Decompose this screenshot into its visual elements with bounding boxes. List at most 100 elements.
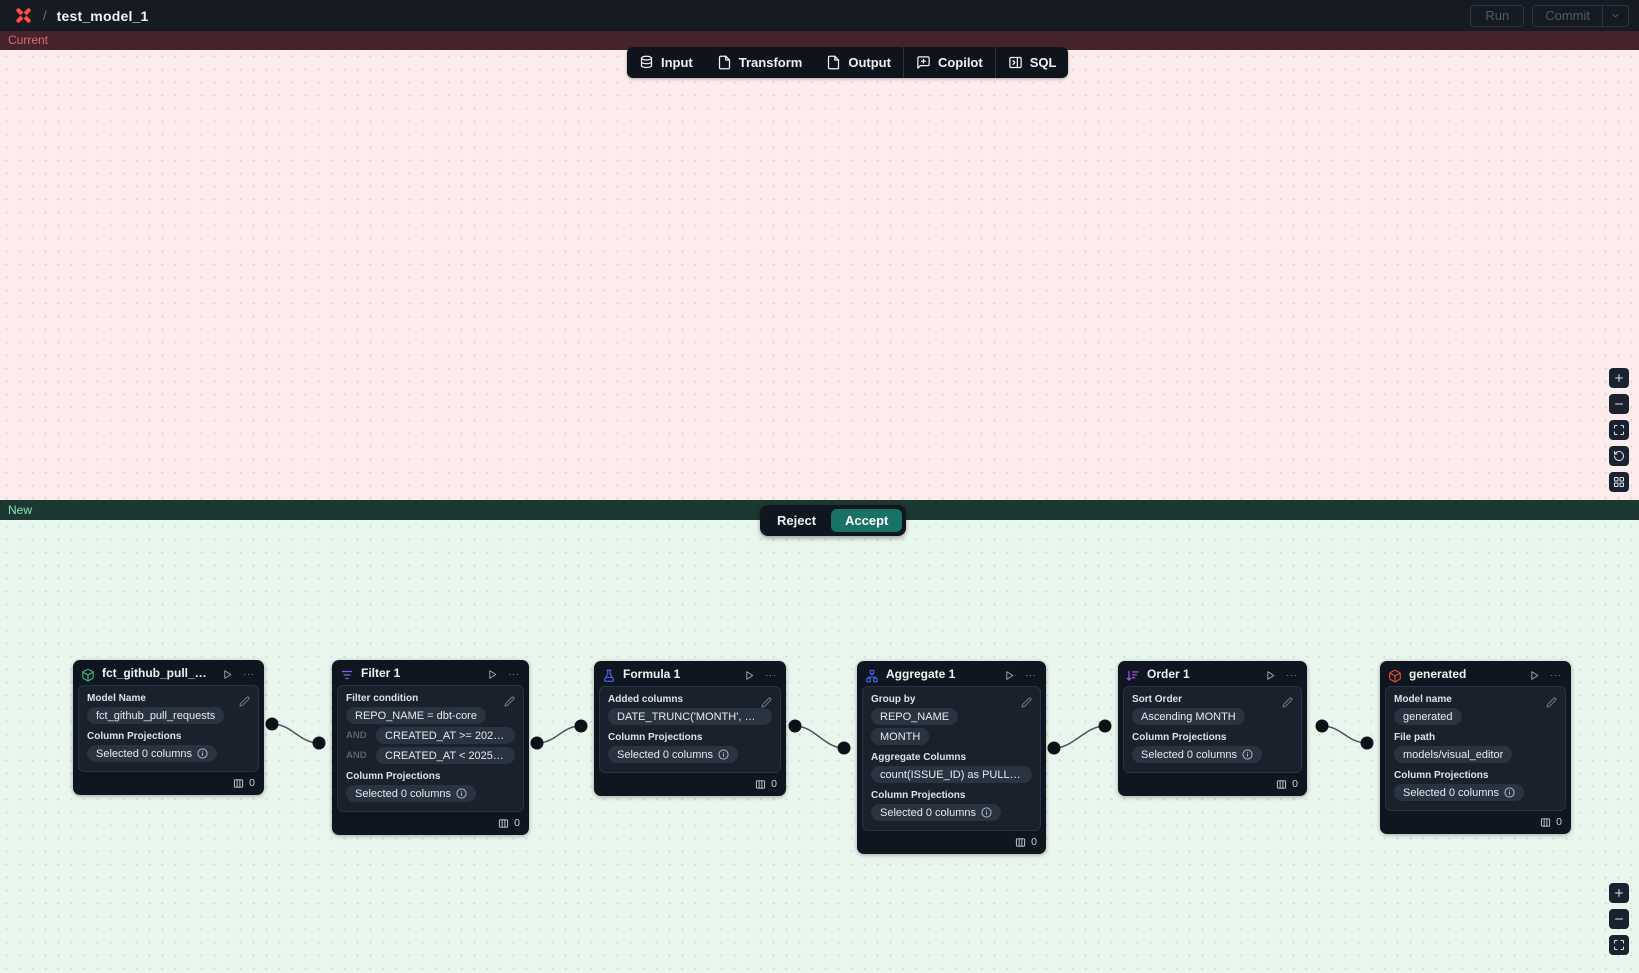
value-pill[interactable]: Ascending MONTH (1132, 708, 1245, 725)
ellipsis-menu-icon[interactable] (1285, 667, 1299, 681)
node-header: Filter 1 (332, 660, 529, 685)
node-title: Formula 1 (623, 667, 681, 681)
node-section: Model name generated (1394, 694, 1557, 725)
node-footer: 0 (594, 773, 786, 796)
info-icon[interactable] (981, 807, 992, 818)
info-icon[interactable] (456, 788, 467, 799)
condition-conjunction: AND (346, 730, 367, 741)
edit-pencil-icon[interactable] (1282, 694, 1293, 712)
node-aggregate-1[interactable]: Aggregate 1 Group by REPO_NAME MONTH Agg… (857, 661, 1046, 854)
section-label: Column Projections (1132, 732, 1227, 743)
node-filter-1[interactable]: Filter 1 Filter condition REPO_NAME = db… (332, 660, 529, 835)
columns-icon (498, 817, 509, 829)
play-icon[interactable] (1264, 667, 1278, 681)
section-label: Group by (871, 694, 916, 705)
edit-pencil-icon[interactable] (504, 693, 515, 711)
node-fct-github-pull-requests[interactable]: fct_github_pull_requests Model Name fct_… (73, 660, 264, 795)
run-button[interactable]: Run (1470, 4, 1525, 27)
section-label: Added columns (608, 694, 684, 705)
info-icon[interactable] (1504, 787, 1515, 798)
value-pill[interactable]: MONTH (871, 728, 930, 745)
current-canvas[interactable] (0, 50, 1639, 500)
filter-icon (340, 666, 354, 680)
reject-button[interactable]: Reject (777, 513, 817, 528)
value-pill[interactable]: DATE_TRUNC('MONTH', CREATED_AT… (608, 708, 772, 725)
commit-button[interactable]: Commit (1532, 4, 1629, 27)
ellipsis-menu-icon[interactable] (1549, 667, 1563, 681)
node-section: Group by REPO_NAME MONTH (871, 694, 1032, 745)
value-pill[interactable]: CREATED_AT < 2025-03-01 (376, 747, 515, 764)
node-body: Filter condition REPO_NAME = dbt-core AN… (337, 685, 524, 812)
info-icon[interactable] (197, 748, 208, 759)
dbt-logo-icon[interactable] (14, 6, 33, 25)
value-pill[interactable]: REPO_NAME = dbt-core (346, 707, 486, 724)
play-icon[interactable] (486, 666, 500, 680)
ellipsis-menu-icon[interactable] (242, 666, 256, 680)
node-section: Added columns DATE_TRUNC('MONTH', CREATE… (608, 694, 772, 725)
column-projections-pill[interactable]: Selected 0 columns (346, 785, 476, 802)
node-footer: 0 (1118, 773, 1307, 796)
column-count: 0 (249, 777, 255, 789)
file-icon (717, 55, 732, 70)
commit-label[interactable]: Commit (1545, 8, 1590, 23)
info-icon[interactable] (718, 749, 729, 760)
column-projections-pill[interactable]: Selected 0 columns (87, 745, 217, 762)
play-icon[interactable] (1528, 667, 1542, 681)
ellipsis-menu-icon[interactable] (507, 666, 521, 680)
auto-layout-icon[interactable] (1609, 472, 1629, 492)
node-body: Sort Order Ascending MONTH Column Projec… (1123, 686, 1302, 773)
edit-pencil-icon[interactable] (1546, 694, 1557, 712)
edit-pencil-icon[interactable] (761, 694, 772, 712)
chevron-down-icon[interactable] (1602, 5, 1628, 26)
ellipsis-menu-icon[interactable] (764, 667, 778, 681)
review-actions: Reject Accept (760, 505, 907, 536)
info-icon[interactable] (1242, 749, 1253, 760)
column-projections-pill[interactable]: Selected 0 columns (871, 804, 1001, 821)
node-title: Order 1 (1147, 667, 1190, 681)
toolbar-output-button[interactable]: Output (814, 47, 903, 78)
value-pill[interactable]: generated (1394, 708, 1462, 725)
node-formula-1[interactable]: Formula 1 Added columns DATE_TRUNC('MONT… (594, 661, 786, 796)
edit-pencil-icon[interactable] (1021, 694, 1032, 712)
cube-icon (81, 666, 95, 680)
toolbar-sql-button[interactable]: SQL (996, 47, 1069, 78)
toolbar-output-label: Output (848, 55, 891, 70)
zoom-in-icon[interactable] (1609, 368, 1629, 388)
toolbar-divider (994, 47, 996, 78)
copilot-chat-icon (916, 55, 931, 70)
toolbar-copilot-button[interactable]: Copilot (904, 47, 995, 78)
section-label: Sort Order (1132, 694, 1183, 705)
node-section: Column Projections Selected 0 columns (1394, 770, 1557, 801)
current-pane-label: Current (0, 31, 1639, 50)
sort-icon (1126, 667, 1140, 681)
zoom-out-icon[interactable] (1609, 394, 1629, 414)
value-pill[interactable]: count(ISSUE_ID) as PULL_REQUEST_… (871, 766, 1032, 783)
value-pill[interactable]: REPO_NAME (871, 708, 959, 725)
node-footer: 0 (332, 812, 529, 835)
node-generated[interactable]: generated Model name generated File path… (1380, 661, 1571, 834)
value-pill[interactable]: CREATED_AT >= 2024-12-01 (376, 727, 515, 744)
zoom-in-icon[interactable] (1609, 883, 1629, 903)
accept-button[interactable]: Accept (831, 509, 903, 532)
node-section: Sort Order Ascending MONTH (1132, 694, 1293, 725)
column-projections-pill[interactable]: Selected 0 columns (1132, 746, 1262, 763)
toolbar-transform-button[interactable]: Transform (705, 47, 815, 78)
current-canvas-controls (1609, 368, 1629, 492)
node-order-1[interactable]: Order 1 Sort Order Ascending MONTH Colum… (1118, 661, 1307, 796)
play-icon[interactable] (221, 666, 235, 680)
fit-view-icon[interactable] (1609, 935, 1629, 955)
ellipsis-menu-icon[interactable] (1024, 667, 1038, 681)
value-pill[interactable]: fct_github_pull_requests (87, 707, 225, 724)
reset-view-icon[interactable] (1609, 446, 1629, 466)
toolbar-input-button[interactable]: Input (627, 47, 705, 78)
column-projections-pill[interactable]: Selected 0 columns (1394, 784, 1524, 801)
fit-view-icon[interactable] (1609, 420, 1629, 440)
play-icon[interactable] (743, 667, 757, 681)
zoom-out-icon[interactable] (1609, 909, 1629, 929)
node-section: Column Projections Selected 0 columns (1132, 732, 1293, 763)
column-projections-pill[interactable]: Selected 0 columns (608, 746, 738, 763)
app-header: / test_model_1 Run Commit (0, 0, 1639, 31)
value-pill[interactable]: models/visual_editor (1394, 746, 1513, 763)
play-icon[interactable] (1003, 667, 1017, 681)
edit-pencil-icon[interactable] (239, 693, 250, 711)
